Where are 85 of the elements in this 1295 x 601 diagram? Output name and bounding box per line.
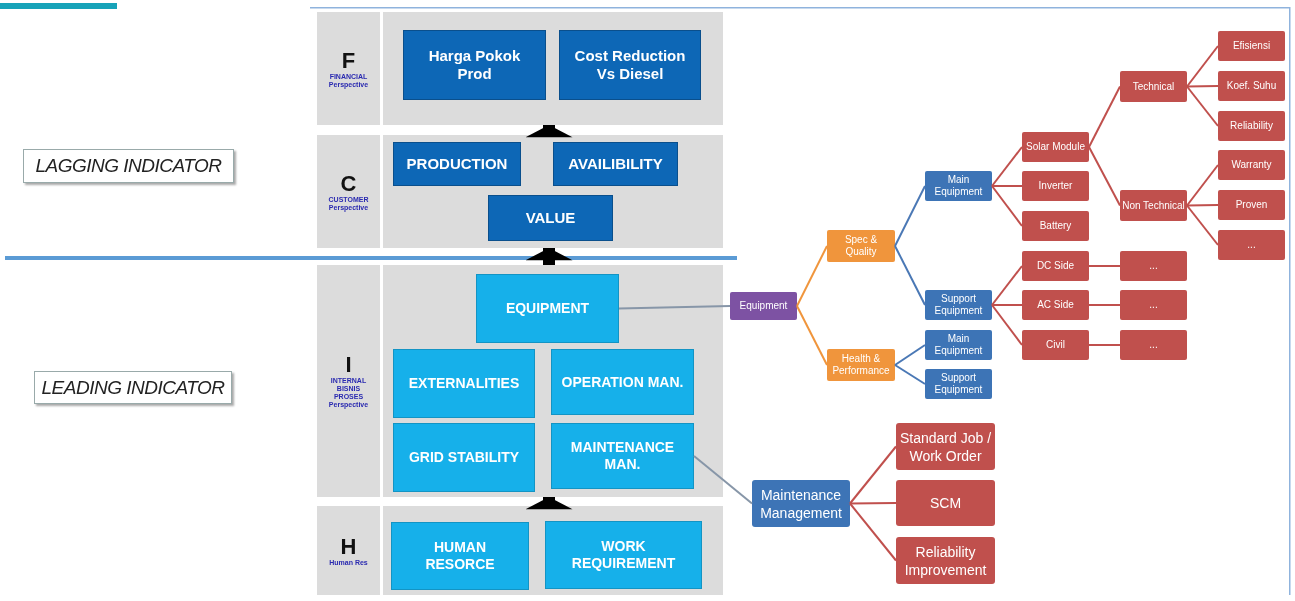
connector-line <box>796 305 828 366</box>
tree-node: Main Equipment <box>925 171 992 201</box>
connector-line <box>1186 85 1219 88</box>
tree-node: Support Equipment <box>925 369 992 399</box>
tree-node: Efisiensi <box>1218 31 1285 61</box>
connector-line <box>1186 85 1219 127</box>
kpi-box: WORK REQUIREMENT <box>545 521 702 589</box>
tree-node: Battery <box>1022 211 1089 241</box>
connector-line <box>991 146 1023 187</box>
connector-line <box>1186 204 1219 207</box>
arrow <box>525 248 573 265</box>
connector-line <box>991 185 1023 227</box>
tree-node: Inverter <box>1022 171 1089 201</box>
tree-node: ... <box>1120 290 1187 320</box>
connector-line <box>894 185 926 247</box>
tree-node: Proven <box>1218 190 1285 220</box>
kpi-box: VALUE <box>488 195 613 241</box>
kpi-box: Harga Pokok Prod <box>403 30 546 100</box>
connector-line <box>991 304 1023 306</box>
connector-line <box>1186 164 1219 207</box>
connector-line <box>849 502 897 505</box>
tree-node: ... <box>1218 230 1285 260</box>
tree-node: Koef. Suhu <box>1218 71 1285 101</box>
tree-node: Spec & Quality <box>827 230 895 262</box>
tree-node: ... <box>1120 251 1187 281</box>
perspective-letter: F <box>341 48 356 73</box>
tree-node: Health & Performance <box>827 349 895 381</box>
connector-line <box>1088 265 1121 267</box>
tree-node: Standard Job / Work Order <box>896 423 995 470</box>
perspective-panel <box>383 506 723 595</box>
tree-node: SCM <box>896 480 995 526</box>
perspective-label-cell <box>317 265 380 497</box>
connector-line <box>1088 344 1121 346</box>
tree-node: Civil <box>1022 330 1089 360</box>
kpi-box: EQUIPMENT <box>476 274 619 343</box>
perspective-panel <box>383 12 723 125</box>
connector-line <box>1088 146 1121 207</box>
connector-line <box>894 364 926 385</box>
tree-node: Main Equipment <box>925 330 992 360</box>
connector-line <box>1088 85 1121 148</box>
indicator-label-box: LAGGING INDICATOR <box>23 149 234 183</box>
tree-node: Equipment <box>730 292 797 320</box>
connector-line <box>894 344 926 366</box>
tree-node: Non Technical <box>1120 190 1187 221</box>
connector-line <box>991 304 1023 346</box>
perspective-letter: H <box>340 534 357 559</box>
kpi-box: GRID STABILITY <box>393 423 535 492</box>
connector-line <box>991 185 1023 187</box>
tree-node: Solar Module <box>1022 132 1089 162</box>
kpi-box: Cost Reduction Vs Diesel <box>559 30 701 100</box>
perspective-label-cell <box>317 135 380 248</box>
kpi-box: EXTERNALITIES <box>393 349 535 418</box>
connector-line <box>796 245 828 307</box>
connector-line <box>894 245 926 306</box>
kpi-box: OPERATION MAN. <box>551 349 694 415</box>
indicator-label-box: LEADING INDICATOR <box>34 371 232 404</box>
arrow <box>525 497 573 510</box>
kpi-box: HUMAN RESORCE <box>391 522 529 590</box>
kpi-box: PRODUCTION <box>393 142 521 186</box>
perspective-letter: C <box>340 171 357 196</box>
arrow <box>525 125 573 138</box>
tree-node: Support Equipment <box>925 290 992 320</box>
connector-line <box>693 455 753 505</box>
tree-node: Maintenance Management <box>752 480 850 527</box>
perspective-panel <box>383 135 723 248</box>
tree-node: Reliability Improvement <box>896 537 995 584</box>
kpi-box: AVAILIBILITY <box>553 142 678 186</box>
tree-node: AC Side <box>1022 290 1089 320</box>
perspective-label-cell <box>317 506 380 595</box>
tree-node: DC Side <box>1022 251 1089 281</box>
kpi-box: MAINTENANCE MAN. <box>551 423 694 489</box>
connector-line <box>849 445 897 505</box>
connector-line <box>1186 45 1219 88</box>
tree-node: ... <box>1120 330 1187 360</box>
tree-node: Reliability <box>1218 111 1285 141</box>
connector-line <box>618 305 731 310</box>
tree-node: Warranty <box>1218 150 1285 180</box>
tree-node: Technical <box>1120 71 1187 102</box>
connector-line <box>849 502 897 562</box>
perspective-letter: I <box>345 353 352 377</box>
perspective-panel <box>383 265 723 497</box>
connector-line <box>1088 304 1121 306</box>
connector-line <box>1186 204 1219 246</box>
connector-line <box>991 265 1023 306</box>
perspective-label-cell <box>317 12 380 125</box>
